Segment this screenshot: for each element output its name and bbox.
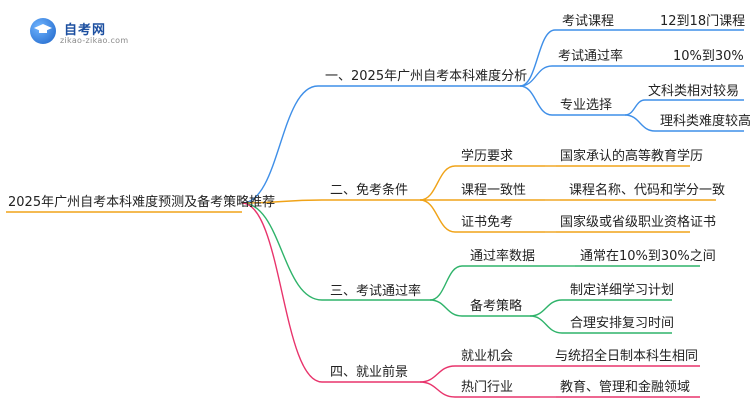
branch-2-sub-2-leaf-1: 课程名称、代码和学分一致 xyxy=(569,183,726,198)
branch-1-sub-2: 考试通过率 xyxy=(558,49,624,64)
link-b4-sub2 xyxy=(419,381,456,398)
link-b1-sub3-leaf2 xyxy=(624,114,656,132)
branch-1-sub-1-leaf-1: 12到18门课程 xyxy=(660,14,746,29)
link-root-branch-4 xyxy=(241,202,323,383)
logo-title: 自考网 xyxy=(64,23,107,38)
branch-2-sub-1-leaf-1: 国家承认的高等教育学历 xyxy=(560,149,704,164)
branch-1-label: 一、2025年广州自考本科难度分析 xyxy=(325,69,528,84)
branch-1-sub-2-leaf-1: 10%到30% xyxy=(673,49,744,64)
link-b3-sub2 xyxy=(429,299,463,317)
link-root-branch-2 xyxy=(241,199,323,204)
branch-4-sub-2: 热门行业 xyxy=(461,380,514,395)
branch-2-sub-2: 课程一致性 xyxy=(461,183,527,198)
logo-badge xyxy=(30,18,56,44)
branch-3-sub-1-leaf-1: 通常在10%到30%之间 xyxy=(580,249,716,264)
branch-2-label: 二、免考条件 xyxy=(330,183,409,198)
branch-1-sub-3-leaf-1: 文科类相对较易 xyxy=(648,84,740,99)
site-logo: 自考网 zikao-zikao.com xyxy=(30,16,140,50)
link-b3-sub2-leaf1 xyxy=(529,299,563,317)
link-b4-sub1 xyxy=(419,365,456,383)
branch-4-sub-2-leaf-1: 教育、管理和金融领域 xyxy=(560,380,691,395)
link-root-branch-3 xyxy=(241,202,323,301)
branch-3-sub-2-leaf-1: 制定详细学习计划 xyxy=(570,283,675,298)
logo-subtitle: zikao-zikao.com xyxy=(60,36,129,45)
branch-1-sub-1: 考试课程 xyxy=(562,14,615,29)
branch-4-label: 四、就业前景 xyxy=(330,365,409,380)
branch-3-sub-1: 通过率数据 xyxy=(470,249,536,264)
link-b1-sub3 xyxy=(519,85,553,116)
branch-4-sub-1-leaf-1: 与统招全日制本科生相同 xyxy=(555,349,699,364)
link-b2-sub1 xyxy=(419,165,456,201)
link-b2-sub3 xyxy=(419,199,456,233)
branch-1-sub-3: 专业选择 xyxy=(560,98,613,113)
branch-4-sub-1: 就业机会 xyxy=(461,349,514,364)
branch-1-sub-3-leaf-2: 理科类难度较高 xyxy=(660,114,750,129)
branch-2-sub-3: 证书免考 xyxy=(461,215,514,230)
root-topic: 2025年广州自考本科难度预测及备考策略推荐 xyxy=(8,195,276,210)
branch-3-label: 三、考试通过率 xyxy=(330,284,422,299)
branch-2-sub-1: 学历要求 xyxy=(461,149,514,164)
branch-3-sub-2: 备考策略 xyxy=(470,299,523,314)
branch-3-sub-2-leaf-2: 合理安排复习时间 xyxy=(570,316,675,331)
link-b1-sub3-leaf1 xyxy=(624,99,646,116)
branch-2-sub-3-leaf-1: 国家级或省级职业资格证书 xyxy=(560,215,717,230)
link-b3-sub2-leaf2 xyxy=(529,315,563,334)
link-b3-sub1 xyxy=(429,265,463,301)
link-b1-sub2 xyxy=(519,65,553,87)
link-b1-sub1 xyxy=(519,29,556,87)
graduation-cap-icon xyxy=(34,24,52,33)
link-root-branch-1 xyxy=(241,85,319,204)
